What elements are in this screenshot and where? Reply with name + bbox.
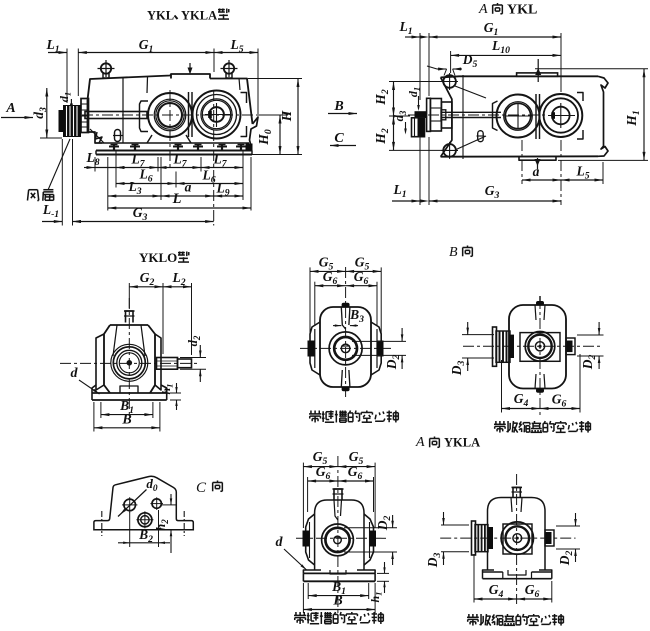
svg-text:YKLA: YKLA [181,9,217,23]
svg-text:YKLA: YKLA [444,436,480,450]
svg-text:d1: d1 [406,87,422,97]
svg-text:C: C [196,480,207,496]
svg-text:d0: d0 [146,476,158,494]
svg-text:h1: h1 [368,592,384,603]
svg-text:h2: h2 [154,519,170,531]
svg-text:d3: d3 [31,107,49,119]
svg-text:h1: h1 [159,384,175,395]
svg-text:a: a [533,164,540,179]
svg-text:L: L [172,191,182,207]
svg-text:C: C [334,131,344,146]
svg-text:A: A [5,101,15,116]
svg-text:d: d [71,366,79,381]
svg-text:d3: d3 [392,110,408,121]
svg-text:YKLO: YKLO [139,250,177,265]
svg-text:YKL: YKL [147,9,174,23]
svg-text:a: a [185,180,192,195]
svg-text:B: B [121,413,131,428]
svg-text:d2: d2 [186,335,202,346]
svg-text:d1: d1 [57,92,73,102]
svg-text:B: B [449,245,458,260]
svg-text:B: B [333,99,343,114]
svg-text:A: A [415,435,425,450]
svg-text:B: B [332,594,342,609]
svg-text:H: H [279,110,294,122]
svg-text:YKL: YKL [507,3,537,18]
svg-text:A: A [478,2,488,17]
svg-text:d: d [276,535,284,550]
